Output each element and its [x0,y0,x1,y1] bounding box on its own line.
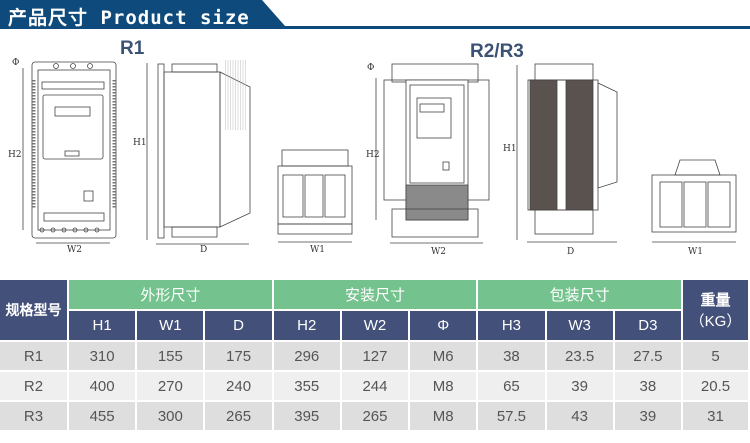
size-table: 规格型号 外形尺寸 安装尺寸 包装尺寸 重量 （KG） H1 W1 D H2 W2… [0,278,750,432]
w2-label-r1: W2 [67,245,82,255]
cell: 395 [273,402,340,430]
r1-label: R1 [120,38,145,59]
cell: 155 [137,342,204,370]
r2-side-view [516,63,618,243]
cell: 38 [614,372,681,400]
group-header-outline: 外形尺寸 [69,280,272,309]
header-banner [0,0,750,29]
cell: R1 [0,342,67,370]
col-header: H2 [273,311,340,340]
model-header: 规格型号 [0,280,67,340]
cell: 20.5 [683,372,748,400]
w1-label-r1: W1 [310,245,325,255]
phi-label-r1: Φ [12,58,20,68]
col-header: W2 [341,311,409,340]
cell: 240 [205,372,272,400]
section-header: 产品尺寸 Product size [0,0,750,30]
cell: 270 [137,372,204,400]
col-header: Φ [410,311,477,340]
cell: 244 [341,372,409,400]
h1-label-r1: H1 [133,138,147,148]
cell: 300 [137,402,204,430]
weight-label: 重量 [700,292,731,309]
cell: 38 [478,342,545,370]
h2-label-r2: H2 [366,150,380,160]
r2-r3-label: R2/R3 [470,41,524,62]
section-title: 产品尺寸 Product size [8,7,250,29]
cell: 39 [546,372,613,400]
r1-bottom-view [277,149,353,243]
d-label-r1: D [200,245,208,255]
group-header-packing: 包装尺寸 [478,280,681,309]
cell: 31 [683,402,748,430]
cell: 27.5 [614,342,681,370]
phi-label-r2: Φ [367,63,375,73]
group-header-mounting: 安装尺寸 [273,280,477,309]
h2-label-r1: H2 [8,150,22,160]
col-header: D3 [614,311,681,340]
col-header: H1 [69,311,136,340]
cell: 5 [683,342,748,370]
cell: R3 [0,402,67,430]
cell: 23.5 [546,342,613,370]
r1-side-view [146,60,251,245]
col-header: H3 [478,311,545,340]
cell: 57.5 [478,402,545,430]
h1-label-r2: H1 [503,144,517,154]
cell: 43 [546,402,613,430]
cell: 127 [341,342,409,370]
cell: M8 [410,372,477,400]
cell: 175 [205,342,272,370]
cell: 455 [69,402,136,430]
cell: 265 [205,402,272,430]
w1-label-r2: W1 [688,247,703,257]
cell: M6 [410,342,477,370]
cell: 355 [273,372,340,400]
r2-bottom-view [651,159,737,243]
r1-front-view [22,61,117,244]
col-header: W1 [137,311,204,340]
cell: 400 [69,372,136,400]
col-header: W3 [546,311,613,340]
cell: 296 [273,342,340,370]
cell: M8 [410,402,477,430]
cell: 39 [614,402,681,430]
col-header: D [205,311,272,340]
cell: 265 [341,402,409,430]
cell: R2 [0,372,67,400]
cell: 310 [69,342,136,370]
d-label-r2: D [567,247,575,257]
weight-header: 重量 （KG） [683,280,748,340]
dimension-drawings [22,60,737,245]
weight-unit: （KG） [689,313,742,330]
w2-label-r2: W2 [431,247,446,257]
cell: 65 [478,372,545,400]
r2-front-view [375,63,490,244]
